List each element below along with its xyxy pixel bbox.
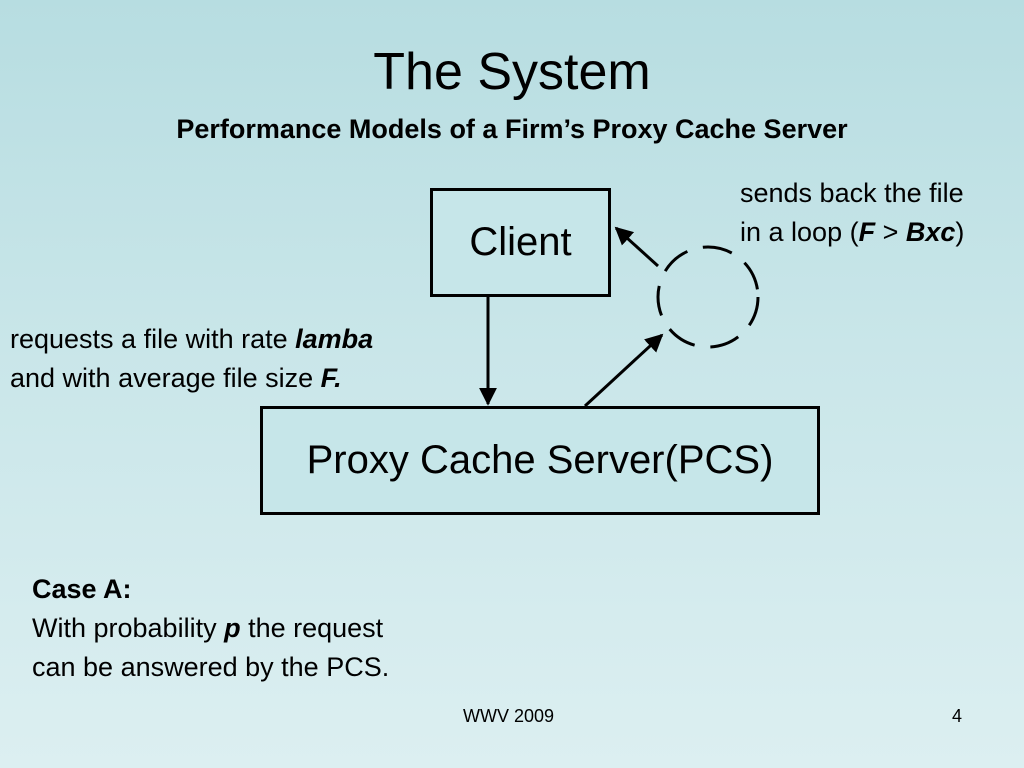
case-prob: p [224, 613, 241, 644]
loop-note-suffix: ) [955, 217, 965, 248]
page-number: 4 [952, 706, 963, 726]
loop-note-f: F [858, 217, 876, 248]
request-note: requests a file with rate lamba and with… [10, 320, 373, 398]
case-line1-prefix: With probability [32, 613, 225, 644]
footer-text: WWV 2009 [463, 706, 555, 726]
case-a: Case A: With probability p the request c… [32, 570, 389, 687]
client-label: Client [469, 220, 572, 264]
loop-note-line1: sends back the file [740, 178, 964, 208]
request-note-rate: lamba [295, 324, 374, 354]
loop-note-bxc: Bxc [905, 217, 956, 248]
client-box: Client [430, 188, 611, 297]
loop-note-op: > [875, 217, 906, 248]
case-line1: With probability p the request [32, 609, 389, 648]
loop-note-prefix: in a loop ( [740, 217, 859, 248]
loop-note-line2: in a loop (F > Bxc) [740, 213, 964, 252]
case-heading: Case A: [32, 570, 389, 609]
request-note-line2: and with average file size F. [10, 359, 373, 398]
pcs-box: Proxy Cache Server(PCS) [260, 406, 820, 515]
case-line2: can be answered by the PCS. [32, 652, 390, 683]
slide-title: The System [373, 43, 651, 101]
case-heading-text: Case A: [32, 574, 132, 604]
loop-to-client-arrow [614, 226, 660, 268]
request-note-size-prefix: and with average file size [10, 363, 321, 394]
slide-subtitle: Performance Models of a Firm’s Proxy Cac… [176, 114, 848, 144]
request-note-line1: requests a file with rate lamba [10, 320, 373, 359]
request-note-prefix: requests a file with rate [10, 324, 296, 354]
request-note-size: F. [320, 363, 342, 394]
case-line1-suffix: the request [240, 613, 384, 644]
pcs-label: Proxy Cache Server(PCS) [306, 438, 774, 482]
pcs-to-loop-arrow [583, 333, 664, 408]
loop-circle [656, 245, 760, 349]
loop-note: sends back the file in a loop (F > Bxc) [740, 174, 964, 252]
